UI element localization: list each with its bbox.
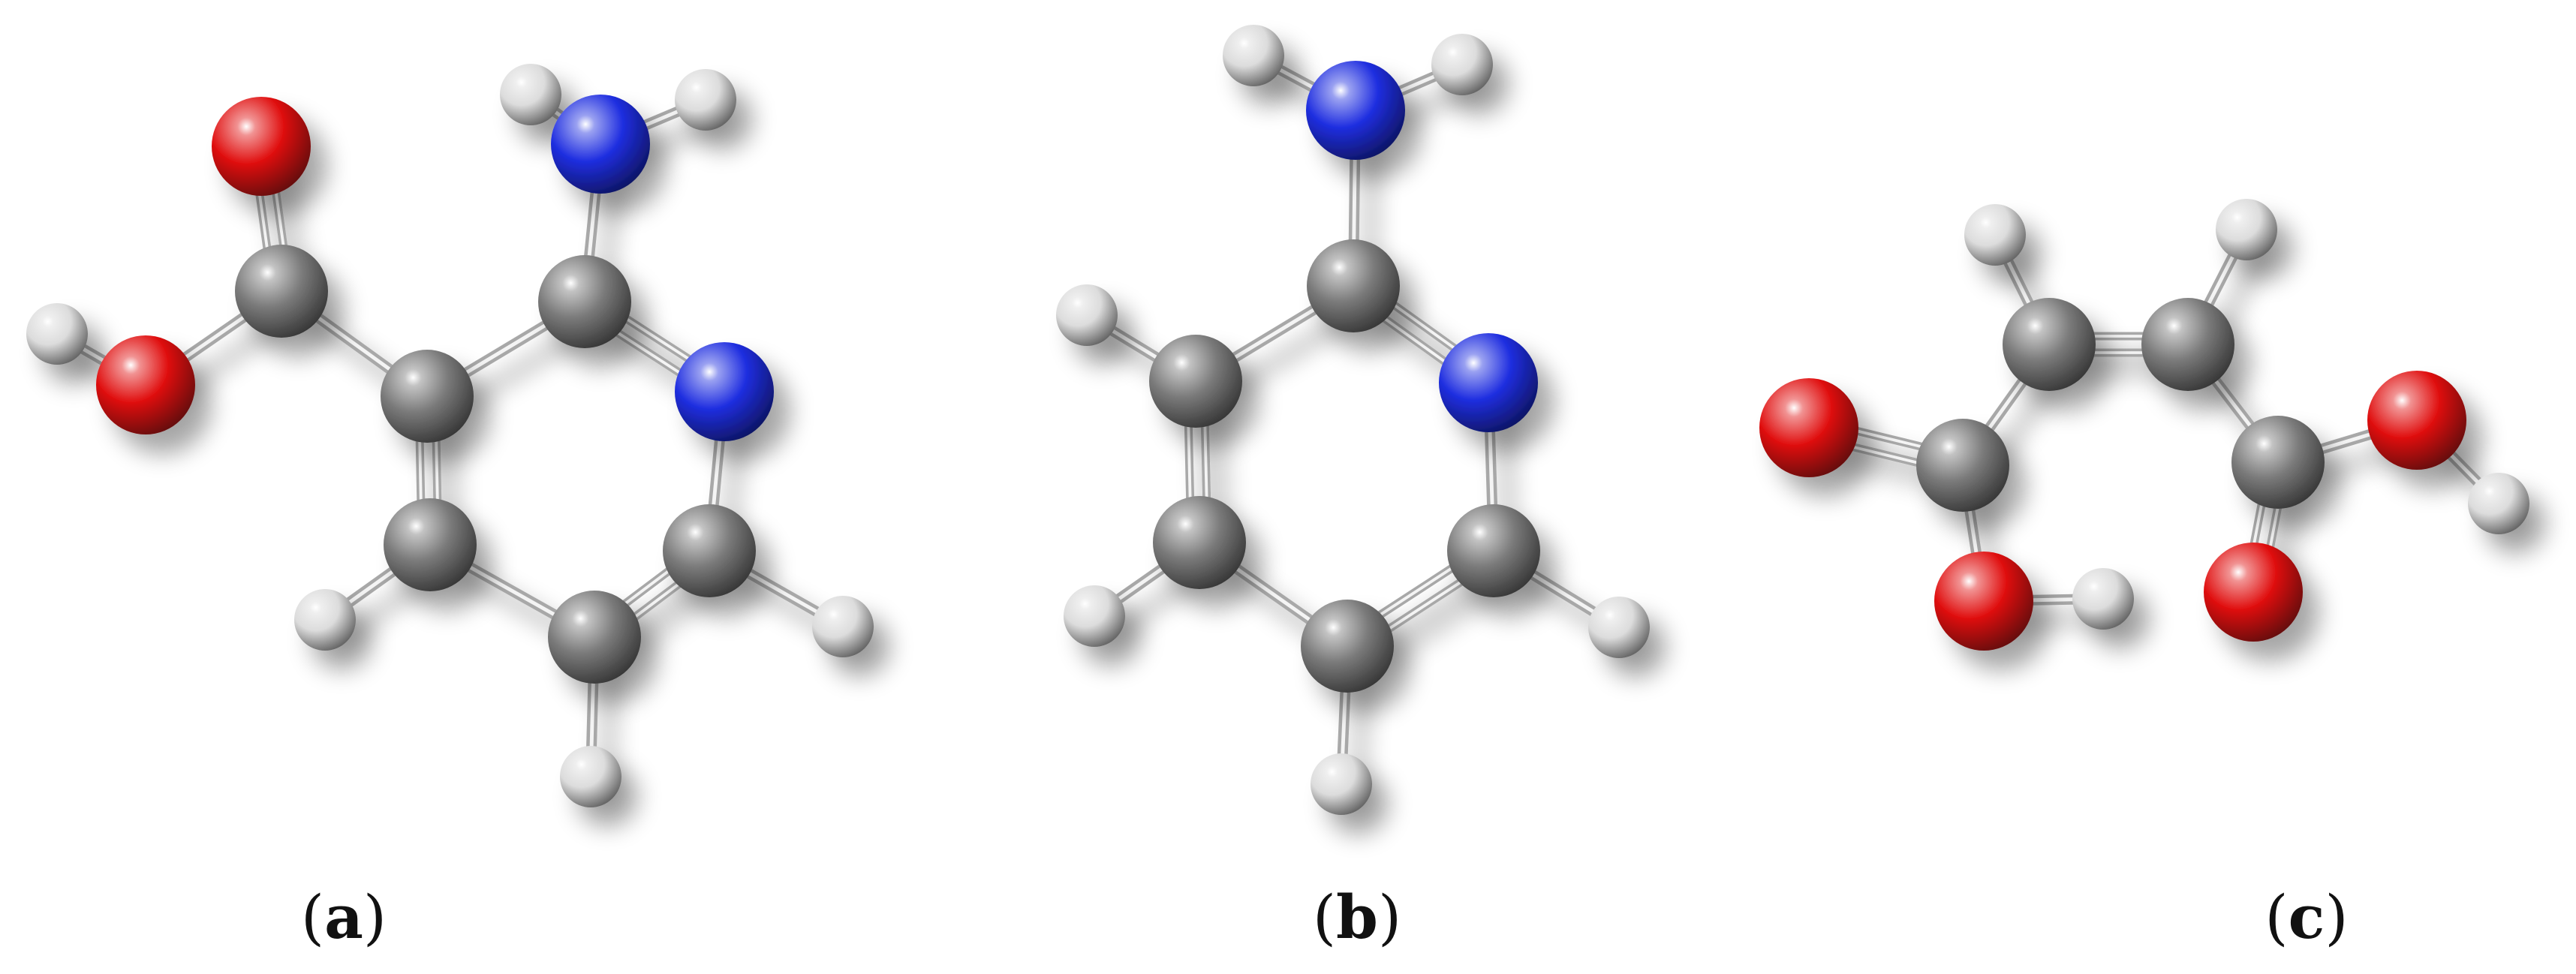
- carbon-atom: [2003, 298, 2096, 391]
- hydrogen-atom: [294, 589, 356, 651]
- hydrogen-atom: [675, 69, 736, 131]
- carbon-atom: [2141, 298, 2234, 391]
- oxygen-atom: [2367, 371, 2466, 470]
- atoms-a: [26, 64, 874, 807]
- carbon-atom: [1916, 419, 2009, 512]
- hydrogen-atom: [500, 64, 561, 125]
- hydrogen-atom: [1588, 597, 1650, 658]
- hydrogen-atom: [26, 303, 88, 365]
- carbon-atom: [663, 504, 756, 597]
- oxygen-atom: [1934, 552, 2033, 651]
- hydrogen-atom: [1064, 585, 1125, 647]
- carbon-atom: [548, 591, 641, 684]
- nitrogen-atom: [551, 95, 650, 194]
- molecule-panel-c: [1759, 199, 2529, 651]
- hydrogen-atom: [812, 596, 874, 657]
- carbon-atom: [538, 255, 631, 348]
- nitrogen-atom: [675, 342, 774, 441]
- hydrogen-atom: [2072, 568, 2134, 630]
- hydrogen-atom: [1056, 284, 1118, 346]
- oxygen-atom: [1759, 378, 1858, 477]
- atoms-b: [1056, 25, 1650, 815]
- hydrogen-atom: [2468, 473, 2529, 534]
- panel-c-caption: (c): [2265, 882, 2349, 952]
- carbon-atom: [1153, 496, 1246, 589]
- hydrogen-atom: [1431, 34, 1493, 95]
- carbon-atom: [1307, 239, 1400, 332]
- atoms-c: [1759, 199, 2529, 651]
- nitrogen-atom: [1439, 333, 1538, 432]
- carbon-atom: [1447, 504, 1540, 597]
- carbon-atom: [2231, 416, 2325, 509]
- nitrogen-atom: [1306, 61, 1405, 160]
- hydrogen-atom: [1964, 204, 2026, 266]
- carbon-atom: [384, 498, 477, 591]
- carbon-atom: [1301, 600, 1394, 693]
- hydrogen-atom: [2216, 199, 2277, 260]
- hydrogen-atom: [1311, 753, 1372, 815]
- carbon-atom: [1149, 335, 1242, 428]
- panel-a-caption: (a): [300, 882, 387, 952]
- molecule-panel-b: [1056, 25, 1650, 815]
- panel-b-caption: (b): [1312, 882, 1402, 952]
- oxygen-atom: [212, 97, 311, 196]
- hydrogen-atom: [1223, 25, 1284, 86]
- hydrogen-atom: [560, 746, 621, 807]
- carbon-atom: [381, 350, 474, 443]
- molecule-panel-a: [26, 64, 874, 807]
- carbon-atom: [235, 245, 328, 338]
- oxygen-atom: [2204, 543, 2303, 642]
- oxygen-atom: [96, 335, 195, 434]
